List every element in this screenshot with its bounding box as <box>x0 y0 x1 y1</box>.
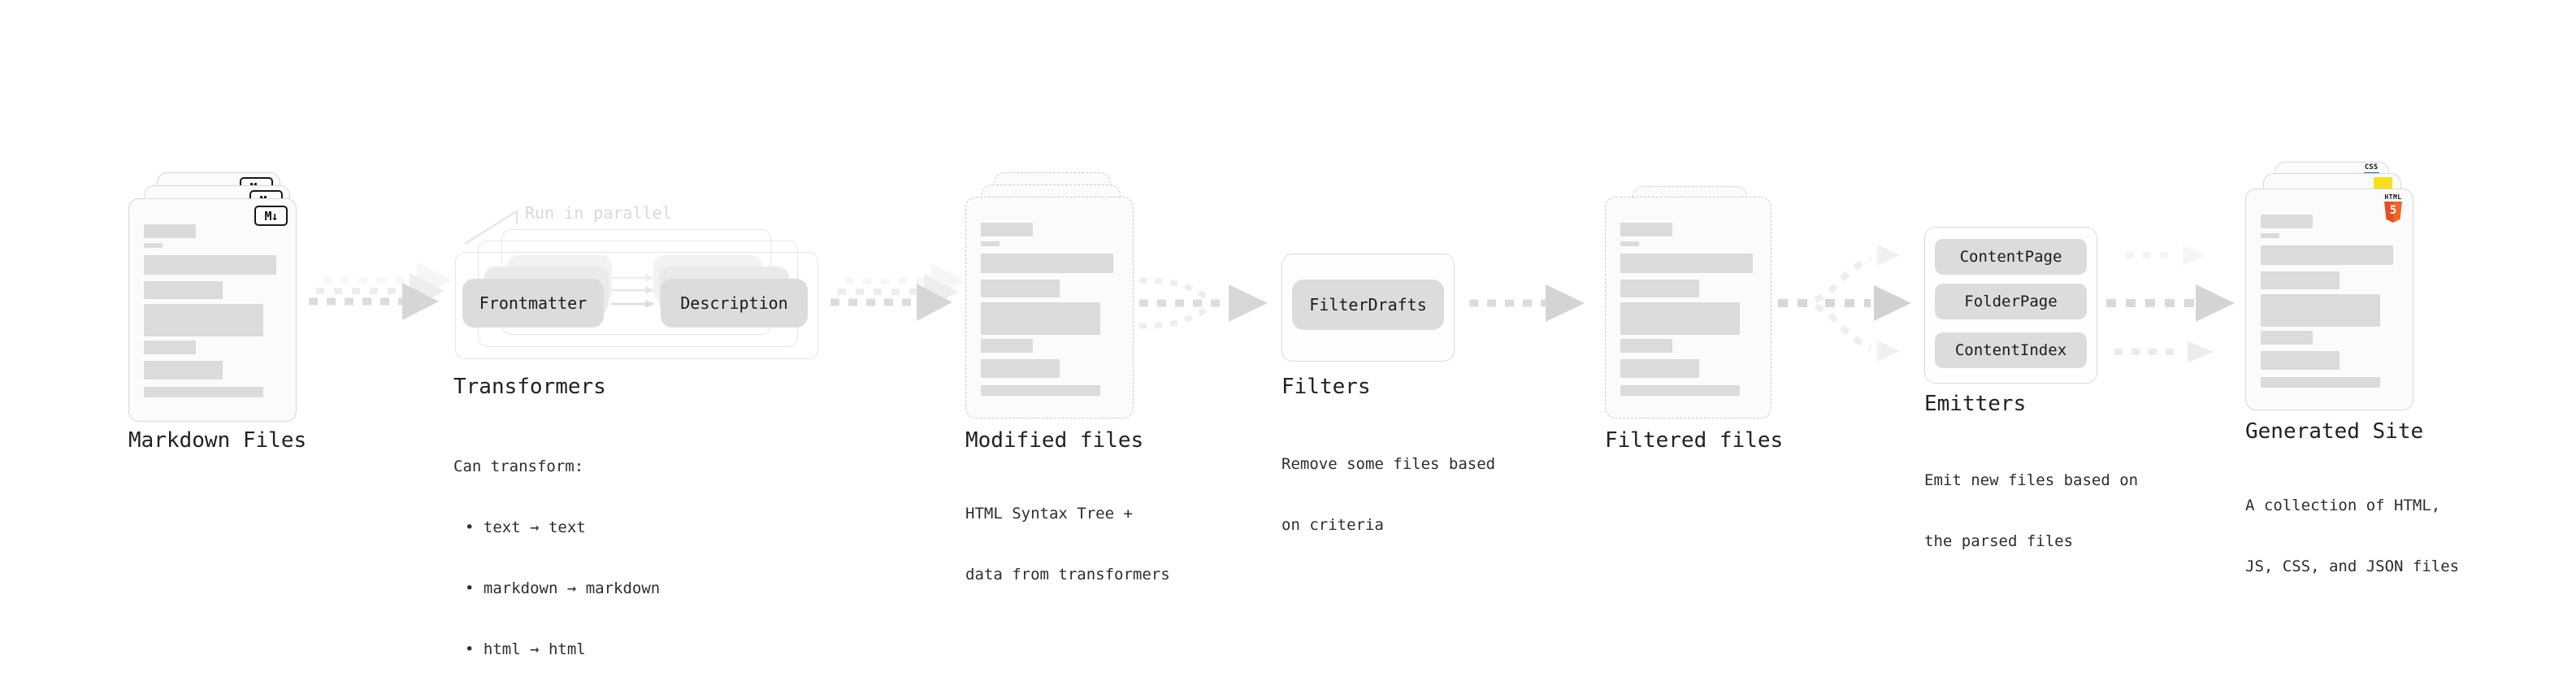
description-line: Emit new files based on <box>1924 471 2139 489</box>
placeholder-bar <box>1620 241 1639 246</box>
description-line: the parsed files <box>1924 532 2074 550</box>
filtered-files-label: Filtered files <box>1605 428 1784 453</box>
document-placeholder-lines <box>1620 197 1756 418</box>
description-line: • html → html <box>465 640 586 658</box>
placeholder-bar <box>1620 302 1740 335</box>
placeholder-bar <box>1620 359 1699 378</box>
placeholder-bar <box>144 224 196 238</box>
description-line: • text → text <box>465 518 586 536</box>
placeholder-bar <box>2261 271 2340 289</box>
description-line: Remove some files based <box>1281 455 1496 473</box>
placeholder-bar <box>144 304 263 336</box>
filters-description: Remove some files based on criteria <box>1281 414 1495 576</box>
placeholder-bar <box>2261 233 2279 238</box>
placeholder-bar <box>2261 215 2313 228</box>
emitters-box: ContentPage FolderPage ContentIndex <box>1924 227 2097 384</box>
description-line: JS, CSS, and JSON files <box>2245 557 2460 575</box>
placeholder-bar <box>2261 377 2380 388</box>
document-placeholder-lines <box>981 197 1118 418</box>
document-placeholder-lines <box>144 199 281 421</box>
flow-arrow-md-to-transformers <box>309 262 452 320</box>
placeholder-bar <box>1620 280 1699 297</box>
generated-site-label: Generated Site <box>2245 419 2424 444</box>
description-line: Can transform: <box>453 458 584 475</box>
description-line: on criteria <box>1281 516 1384 534</box>
placeholder-bar <box>2261 331 2313 345</box>
modified-files-label: Modified files <box>965 428 1144 453</box>
placeholder-bar <box>144 361 223 380</box>
placeholder-bar <box>1620 385 1740 396</box>
placeholder-bar <box>144 243 163 248</box>
filters-box: FilterDrafts <box>1281 254 1455 362</box>
placeholder-bar <box>981 241 1000 246</box>
flow-arrow-transformers-to-modified <box>830 263 965 321</box>
placeholder-bar <box>981 339 1033 353</box>
emitters-label: Emitters <box>1924 392 2027 416</box>
description-line: • markdown → markdown <box>465 579 661 597</box>
filtered-files-stack <box>1605 186 1772 419</box>
markdown-files-stack: M↓ M↓ M↓ <box>128 172 297 422</box>
flow-arrow-modified-to-filters <box>1138 277 1268 329</box>
pill-contentpage: ContentPage <box>1935 239 2087 275</box>
transformers-description: Can transform: • text → text • markdown … <box>453 416 660 681</box>
pill-filterdrafts: FilterDrafts <box>1292 280 1444 330</box>
placeholder-bar <box>981 302 1100 335</box>
markdown-file-card-front: M↓ <box>128 198 297 422</box>
document-placeholder-lines <box>2261 189 2398 410</box>
modified-file-card-front <box>965 197 1134 419</box>
pill-contentindex: ContentIndex <box>1935 332 2087 368</box>
placeholder-bar <box>1620 223 1672 236</box>
placeholder-bar <box>144 387 263 397</box>
placeholder-bar <box>1620 254 1753 273</box>
transformer-frame-front <box>455 252 818 359</box>
run-in-parallel-annotation: Run in parallel <box>525 203 672 223</box>
flow-arrow-filtered-to-emitters <box>1778 245 1911 362</box>
description-line: HTML Syntax Tree + <box>965 505 1133 523</box>
html5-icon: HTML 5 <box>2383 193 2403 223</box>
placeholder-bar <box>981 359 1060 378</box>
placeholder-bar <box>981 223 1033 236</box>
placeholder-bar <box>1620 339 1672 353</box>
modified-files-stack <box>965 172 1134 419</box>
modified-files-description: HTML Syntax Tree + data from transformer… <box>965 463 1170 626</box>
description-line: data from transformers <box>965 566 1170 583</box>
emitters-description: Emit new files based on the parsed files <box>1924 430 2138 592</box>
pill-folderpage: FolderPage <box>1935 284 2087 319</box>
flow-arrow-filters-to-filtered <box>1469 284 1585 322</box>
html-file-card: HTML 5 <box>2245 189 2413 410</box>
markdown-badge-icon: M↓ <box>254 206 288 226</box>
placeholder-bar <box>981 280 1060 297</box>
pill-frontmatter: Frontmatter <box>462 279 604 327</box>
placeholder-bar <box>144 340 196 354</box>
placeholder-bar <box>981 385 1100 396</box>
placeholder-bar <box>2261 294 2380 327</box>
transformers-label: Transformers <box>453 375 606 399</box>
generated-site-description: A collection of HTML, JS, CSS, and JSON … <box>2245 455 2459 618</box>
placeholder-bar <box>981 254 1113 273</box>
markdown-files-label: Markdown Files <box>128 428 307 453</box>
pill-description: Description <box>661 279 808 327</box>
placeholder-bar <box>2261 351 2340 370</box>
filtered-file-card-front <box>1605 197 1772 419</box>
placeholder-bar <box>144 281 223 299</box>
flow-arrows-emitters-to-site <box>2106 245 2235 362</box>
placeholder-bar <box>2261 245 2393 265</box>
generated-site-stack: CSS HTML 5 <box>2245 162 2413 410</box>
placeholder-bar <box>144 255 276 275</box>
javascript-icon <box>2374 177 2392 190</box>
description-line: A collection of HTML, <box>2245 497 2441 514</box>
filters-label: Filters <box>1281 375 1371 399</box>
